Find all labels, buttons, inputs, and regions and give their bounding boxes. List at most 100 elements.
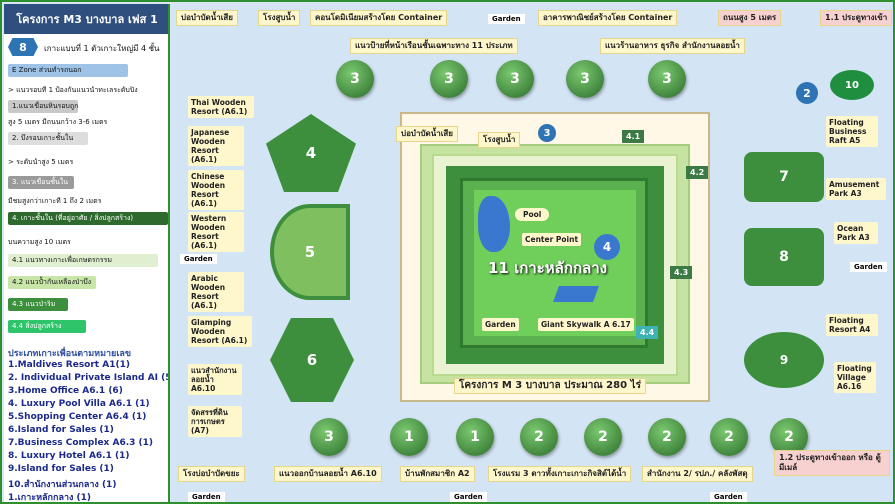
garden-label: Garden xyxy=(488,14,525,24)
zone-tag-4-2: 4.2 xyxy=(686,166,709,179)
pool-label: Pool xyxy=(515,208,550,221)
island-number-2[interactable]: 2 xyxy=(796,82,818,104)
resort-label: Glamping Wooden Resort (A6.1) xyxy=(188,316,252,347)
pond-water xyxy=(553,286,599,302)
top-label: โรงสูบน้ำ xyxy=(258,10,301,26)
project-title: โครงการ M3 บางบาล เฟส 1 xyxy=(4,4,168,34)
island-number-2[interactable]: 2 xyxy=(770,418,808,456)
island-type-entry: 8. Luxury Hotel A6.1 (1) xyxy=(8,451,130,461)
legend-panel: โครงการ M3 บางบาล เฟส 1 8 เกาะแบบที่ 1 ต… xyxy=(4,4,170,503)
garden-label: Garden xyxy=(188,492,225,502)
island-number-1[interactable]: 1 xyxy=(390,418,428,456)
garden-label: Garden xyxy=(850,262,887,272)
island-number-2[interactable]: 2 xyxy=(584,418,622,456)
office-label: แนวสำนักงานลอยน้ำ A6.10 xyxy=(188,364,242,395)
island-type-entry: 1.เกาะหลักกลาง (1) xyxy=(8,493,92,503)
island-number-3[interactable]: 3 xyxy=(430,60,468,98)
island-number-8[interactable]: 8 xyxy=(744,228,824,286)
legend-item: 1.แนวเขื่อนหินรอบถูก xyxy=(8,100,78,113)
right-label: Floating Resort A4 xyxy=(826,314,878,336)
island-type-entry: 9.Island for Sales (1) xyxy=(8,464,114,474)
inner-label: โรงสูบน้ำ xyxy=(478,132,521,148)
island-number-3[interactable]: 3 xyxy=(566,60,604,98)
legend-item: มีชมสูงกว่าเกาะที่ 1 ถึง 2 เมตร xyxy=(8,197,102,205)
legend-item: 4.2 แนวป้ำกันเหลืองป่าบึง xyxy=(8,276,96,289)
bottom-label: โรงบ่อบำบัดขยะ xyxy=(178,466,245,482)
top-label: อาคารพาณิชย์สร้างโดย Container xyxy=(538,10,678,26)
right-label: Ocean Park A3 xyxy=(834,222,878,244)
bottom-label: แนวออกบ้านลอยน้ำ A6.10 xyxy=(274,466,382,482)
exit-label: 1.2 ประตูทางเข้าออก หรือ ตู้มีเมล์ xyxy=(774,450,890,476)
island-number-1[interactable]: 1 xyxy=(456,418,494,456)
island-number-3[interactable]: 3 xyxy=(538,124,556,142)
island-number-3[interactable]: 3 xyxy=(648,60,686,98)
road-label: แนวร้านอาหาร ธุรกิจ สำนักงานลอยน้ำ xyxy=(600,38,745,54)
top-label: บ่อบำบัดน้ำเสีย xyxy=(176,10,238,26)
right-label: Floating Business Raft A5 xyxy=(826,116,878,147)
island-number-4[interactable]: 4 xyxy=(594,234,620,260)
legend-item: 4.1 แนวทางเกาะเพื่อเกษตรกรรม xyxy=(8,254,158,267)
top-label: ถนนสูง 5 เมตร xyxy=(718,10,782,26)
agri-label: จัดสรรที่ดินการเกษตร (A7) xyxy=(188,406,242,437)
resort-label: Thai Wooden Resort (A6.1) xyxy=(188,96,254,118)
resort-label: Arabic Wooden Resort (A6.1) xyxy=(188,272,244,312)
zone-tag-4-1: 4.1 xyxy=(622,130,645,143)
right-label: Floating Village A6.16 xyxy=(834,362,876,393)
center-title: 11 เกาะหลักกลาง xyxy=(488,259,607,277)
island-type-entry: 6.Island for Sales (1) xyxy=(8,425,114,435)
island-type-entry: 3.Home Office A6.1 (6) xyxy=(8,386,123,396)
island-type-entry: 1.Maldives Resort A1(1) xyxy=(8,360,130,370)
island-type-entry: 7.Business Complex A6.3 (1) xyxy=(8,438,154,448)
skywalk-label: Giant Skywalk A 6.17 xyxy=(538,318,634,331)
garden-label: Garden xyxy=(450,492,487,502)
legend-item: > แนวรอบที่ 1 ป้องกันแนวน้ำทะเลระดับปิง xyxy=(8,86,138,94)
zone-tag-4-3: 4.3 xyxy=(670,266,693,279)
center-point-label: Center Point xyxy=(522,233,582,246)
bottom-label: สำนักงาน 2/ รปภ./ คลังพัสดุ xyxy=(642,466,753,482)
phase-badge: 8 xyxy=(8,38,38,56)
island-number-2[interactable]: 2 xyxy=(648,418,686,456)
island-number-3[interactable]: 3 xyxy=(336,60,374,98)
island-number-10[interactable]: 10 xyxy=(830,70,874,100)
legend-item: 2. บึงรอบเกาะชั้นใน xyxy=(8,132,88,145)
garden-label: Garden xyxy=(180,254,217,264)
island-type-heading: ประเภทเกาะเพื่อนตามหมายเลข xyxy=(8,349,132,359)
legend-item: > ระดับน้ำสูง 5 เมตร xyxy=(8,158,74,166)
legend-item: 3. แนวเขื่อนชั้นใน xyxy=(8,176,74,189)
island-number-4[interactable]: 4 xyxy=(266,114,356,192)
legend-item: 4.4 สิ่งปลูกสร้าง xyxy=(8,320,86,333)
island-number-2[interactable]: 2 xyxy=(520,418,558,456)
legend-item: 4.3 แนวป่าริม xyxy=(8,298,68,311)
road-label: แนวป้ายที่หน้าเรือนชั้นเฉพาะทาง 11 ประเภ… xyxy=(350,38,518,54)
island-type-entry: 10.สำนักงานส่วนกลาง (1) xyxy=(8,480,117,490)
island-number-5[interactable]: 5 xyxy=(270,204,350,300)
island-number-6[interactable]: 6 xyxy=(270,318,354,402)
island-number-9[interactable]: 9 xyxy=(744,332,824,388)
island-type-entry: 4. Luxury Pool Villa A6.1 (1) xyxy=(8,399,150,409)
resort-label: Chinese Wooden Resort (A6.1) xyxy=(188,170,244,210)
resort-label: Western Wooden Resort (A6.1) xyxy=(188,212,244,252)
project-area-label: โครงการ M 3 บางบาล ประมาณ 280 ไร่ xyxy=(454,378,646,394)
resort-label: Japanese Wooden Resort (A6.1) xyxy=(188,126,244,166)
top-label: คอนโดมิเนียมสร้างโดย Container xyxy=(310,10,448,26)
island-number-2[interactable]: 2 xyxy=(710,418,748,456)
island-type-text: เกาะแบบที่ 1 ตัวเกาะใหญ่มี 4 ชั้น xyxy=(44,44,160,53)
legend-item: 4. เกาะชั้นใน (ที่อยู่อาศัย / สิ่งปลูกสร… xyxy=(8,212,168,225)
island-number-7[interactable]: 7 xyxy=(744,152,824,202)
bottom-label: โรงแรม 3 ดาวทั้งเกาะเกาะกิจสิต์ได้น้ำ xyxy=(488,466,632,482)
zone-tag-4-4: 4.4 xyxy=(636,326,659,339)
inner-label: บ่อบำบัดน้ำเสีย xyxy=(396,126,458,142)
garden-label: Garden xyxy=(482,318,519,331)
island-number-3[interactable]: 3 xyxy=(310,418,348,456)
pool-water xyxy=(478,196,510,252)
legend-item: E Zone ส่วนทำรถนอก xyxy=(8,64,128,77)
island-type-entry: 2. Individual Private Island AI (5) xyxy=(8,373,170,383)
entrance-label: 1.1 ประตูทางเข้า xyxy=(820,10,893,26)
garden-label: Garden xyxy=(710,492,747,502)
right-label: Amusement Park A3 xyxy=(826,178,886,200)
island-map: Pool Center Point 4 11 เกาะหลักกลาง Gard… xyxy=(170,4,893,502)
legend-item: สูง 5 เมตร มีถนนกว้าง 3-6 เมตร xyxy=(8,118,108,126)
bottom-label: บ้านพักสมาชิก A2 xyxy=(400,466,475,482)
island-number-3[interactable]: 3 xyxy=(496,60,534,98)
